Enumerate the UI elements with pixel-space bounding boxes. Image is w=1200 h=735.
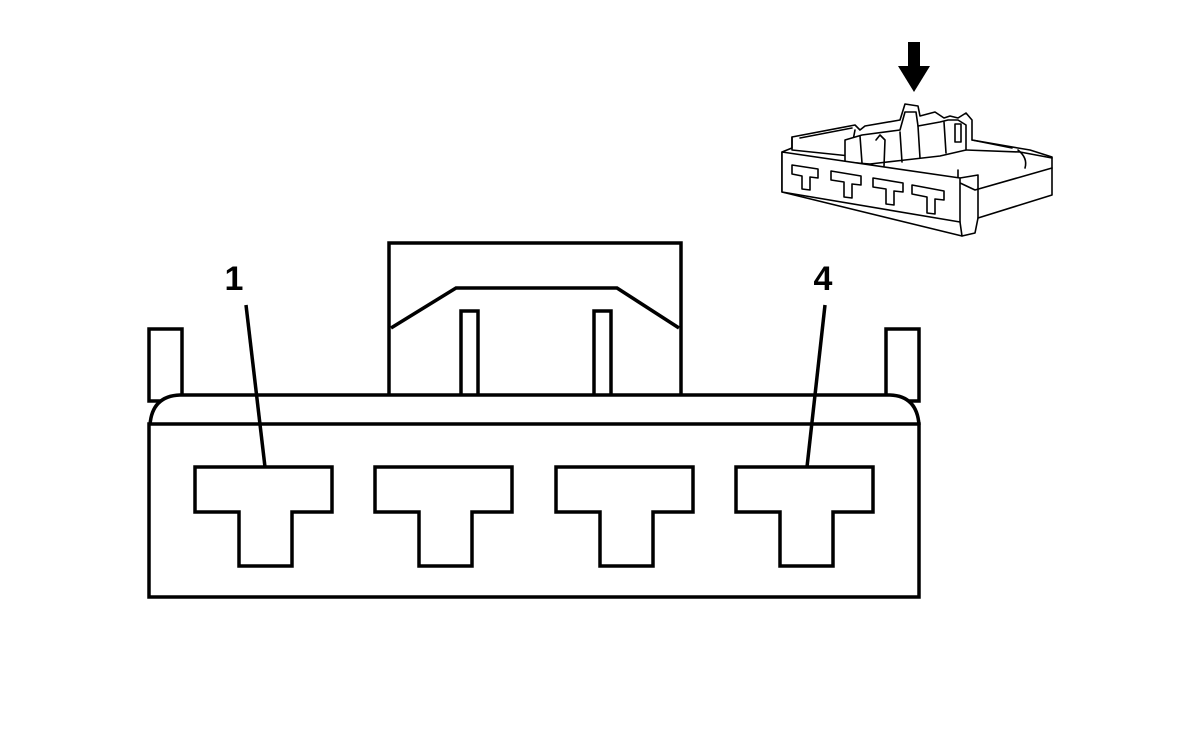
locking-tab-ramp: [390, 286, 680, 330]
connector-isometric-icon: [781, 103, 1053, 237]
locking-tab: [387, 241, 683, 401]
housing-top-rail: [148, 393, 921, 426]
tab-slot-left: [459, 309, 480, 399]
pin-label-1: 1: [225, 260, 244, 298]
left-post: [147, 327, 184, 403]
arrow-down-icon: [898, 42, 930, 92]
connector-face-view: [147, 241, 921, 599]
leader-line-pin-1: [244, 304, 267, 468]
tab-slot-right: [592, 309, 613, 399]
pin-label-4: 4: [814, 260, 833, 298]
terminal-cavity-1: [193, 465, 334, 568]
terminal-cavity-3: [554, 465, 695, 568]
leader-line-pin-4: [805, 304, 827, 468]
right-post: [884, 327, 921, 403]
terminal-cavity-4: [734, 465, 875, 568]
terminal-cavity-2: [373, 465, 514, 568]
